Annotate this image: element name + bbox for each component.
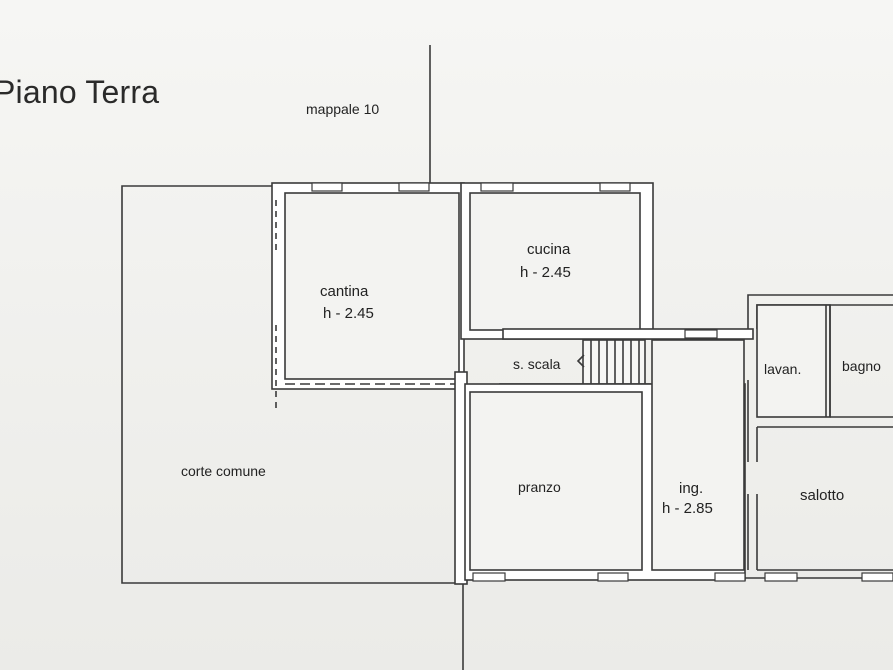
ingresso-inner-wall [651,339,745,571]
room-lavanderia-name: lavan. [764,361,802,377]
corridor-wall-upper [502,328,754,340]
room-cantina-name: cantina [320,283,369,300]
room-cantina-height: h - 2.45 [323,305,374,322]
neighbor-label: mappale 10 [306,101,380,117]
room-ingresso-name: ing. [679,480,704,497]
room-corte-name: corte comune [181,463,266,479]
room-bagno-name: bagno [842,358,881,374]
stair-block [582,339,646,385]
right-wing-outer [747,294,893,329]
room-cucina-name: cucina [527,241,571,258]
room-scala-name: s. scala [513,356,561,372]
lavanderia-wall [756,304,831,418]
room-cucina-height: h - 2.45 [520,264,571,281]
room-ingresso-height: h - 2.85 [662,500,713,517]
corte-outline [121,185,455,584]
cucina-inner-wall [469,192,641,331]
room-salotto-name: salotto [800,487,845,504]
room-pranzo-name: pranzo [518,479,561,495]
page-title: Piano Terra [0,74,160,110]
pranzo-inner-wall [469,391,643,571]
cantina-inner-wall [284,192,460,380]
